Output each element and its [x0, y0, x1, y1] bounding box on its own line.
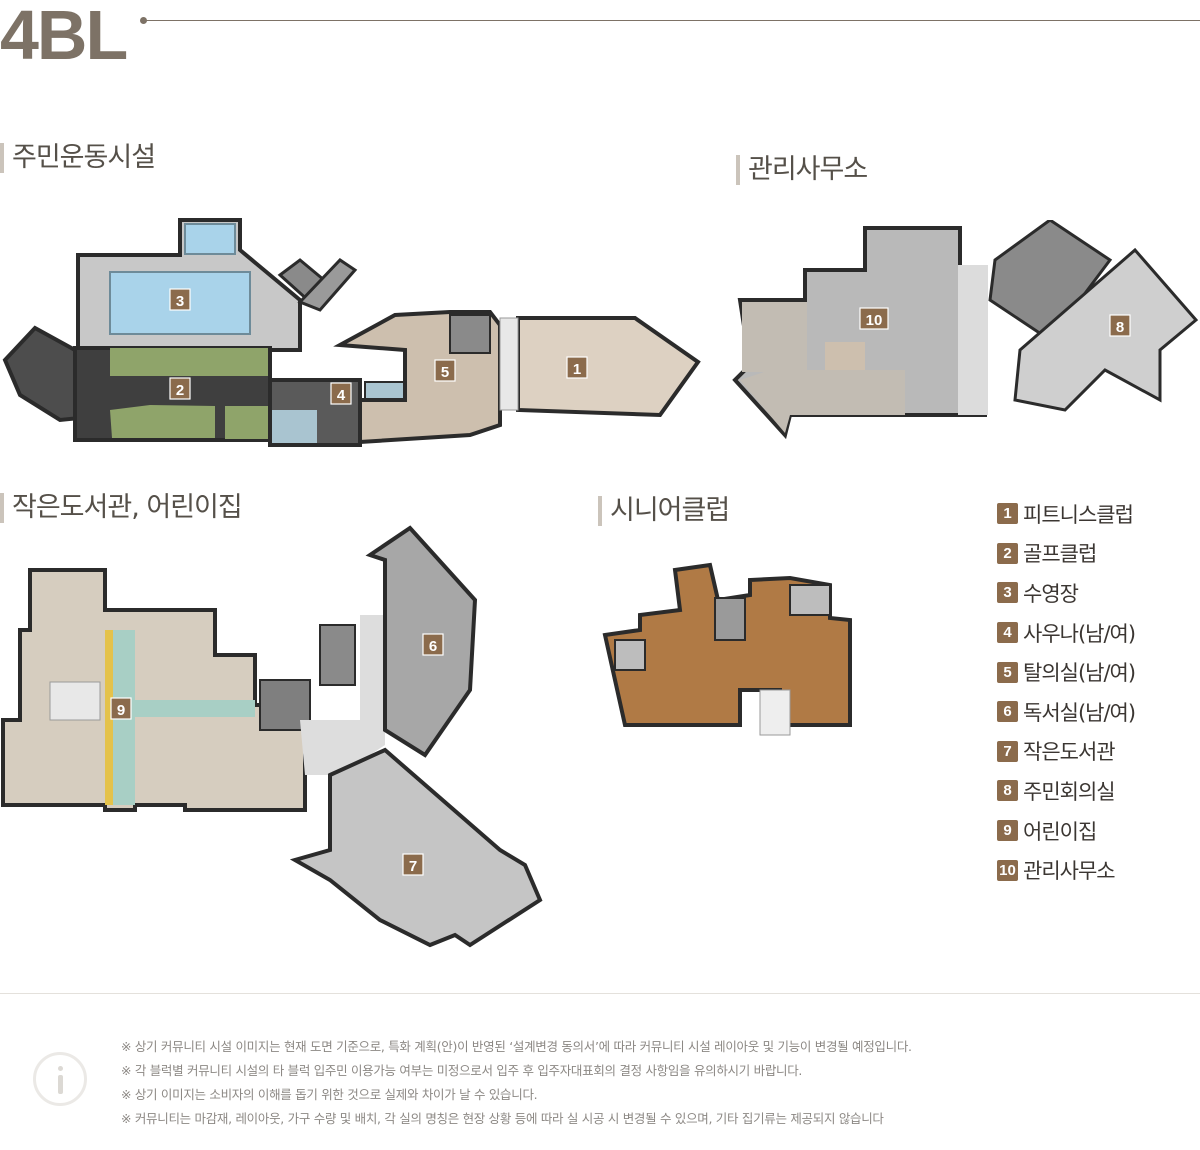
floorplan-small-library	[289, 747, 543, 948]
legend-label: 작은도서관	[1023, 740, 1116, 765]
legend-label: 탈의실(남/여)	[1023, 661, 1136, 686]
badge-2: 2	[169, 377, 191, 400]
floorplan-locker-wc	[449, 314, 491, 354]
info-icon	[33, 1052, 87, 1106]
svg-text:6: 6	[429, 638, 437, 655]
floorplan-daycare-wc	[49, 681, 101, 721]
floorplan-office-room-b	[740, 370, 905, 433]
legend-number: 3	[997, 582, 1018, 604]
floorplan-senior-entry	[759, 689, 791, 736]
svg-text:7: 7	[409, 858, 417, 875]
badge-7: 7	[402, 853, 424, 876]
badge-6: 6	[422, 633, 444, 656]
floorplan-fitness: 3 2 4 5 1	[2, 218, 701, 447]
badge-8: 8	[1109, 314, 1131, 337]
svg-text:2: 2	[176, 382, 184, 399]
legend-number: 5	[997, 661, 1018, 683]
footnote: ※ 각 블럭별 커뮤니티 시설의 타 블럭 입주민 이용가능 여부는 미정으로서…	[121, 1063, 803, 1078]
footnote: ※ 상기 이미지는 소비자의 이해를 돕기 위한 것으로 실제와 차이가 날 수…	[121, 1087, 538, 1102]
title-rule	[143, 20, 1200, 21]
legend-label: 주민회의실	[1023, 779, 1116, 804]
floorplan-fitness-entry	[499, 317, 519, 411]
legend-label: 관리사무소	[1023, 859, 1116, 884]
legend-number: 10	[997, 859, 1018, 881]
footnotes: ※ 상기 커뮤니티 시설 이미지는 현재 도면 기준으로, 특화 계획(안)이 …	[121, 1035, 1121, 1131]
floorplan-senior-club	[602, 562, 852, 727]
info-icon-bar	[58, 1075, 63, 1094]
legend-number: 9	[997, 820, 1018, 842]
footnote: ※ 커뮤니티는 마감재, 레이아웃, 가구 수량 및 배치, 각 실의 명칭은 …	[121, 1111, 884, 1126]
badge-9: 9	[110, 697, 132, 720]
legend-label: 수영장	[1023, 581, 1079, 606]
floorplan-meeting-room	[1013, 247, 1199, 412]
legend-number: 1	[997, 503, 1018, 525]
floorplan-library-wc	[319, 624, 356, 686]
floorplan-office-room-a	[742, 302, 807, 372]
badge-10: 10	[859, 307, 889, 330]
floorplan-library-corridor	[300, 615, 385, 775]
floorplan-office-lounge	[825, 342, 865, 370]
legend-number: 7	[997, 740, 1018, 762]
floorplan-sauna-bath-1	[272, 410, 317, 443]
block-title: 4BL	[0, 0, 128, 74]
info-icon-dot	[58, 1066, 63, 1071]
floorplan-senior-wc	[714, 597, 746, 641]
footnote: ※ 상기 커뮤니티 시설 이미지는 현재 도면 기준으로, 특화 계획(안)이 …	[121, 1039, 912, 1054]
badge-4: 4	[330, 382, 352, 405]
floorplan-daycare-yellow-strip	[105, 630, 113, 805]
svg-text:9: 9	[117, 702, 125, 719]
legend-label: 독서실(남/여)	[1023, 700, 1136, 725]
legend-label: 골프클럽	[1023, 542, 1097, 567]
floorplan-small-pool	[184, 223, 236, 255]
floorplan-golf-green-bottom	[110, 405, 215, 438]
floorplan-library: 9 6 7	[1, 525, 543, 948]
floorplan-daycare	[1, 568, 307, 812]
svg-text:8: 8	[1116, 319, 1124, 336]
footer-divider	[0, 993, 1200, 994]
floorplan-fitness-club	[516, 316, 701, 418]
svg-text:5: 5	[441, 364, 449, 381]
svg-text:10: 10	[866, 312, 883, 329]
badge-3: 3	[169, 288, 191, 311]
floorplan-daycare-hall	[135, 700, 255, 717]
legend-label: 어린이집	[1023, 819, 1097, 844]
legend-number: 4	[997, 622, 1018, 644]
legend-number: 8	[997, 780, 1018, 802]
section-title-library: 작은도서관, 어린이집	[0, 493, 243, 523]
svg-text:4: 4	[337, 387, 346, 404]
svg-text:3: 3	[176, 293, 184, 310]
section-title-office: 관리사무소	[736, 155, 868, 185]
floorplan-stairs-2	[297, 258, 358, 312]
legend-number: 2	[997, 542, 1018, 564]
legend-number: 6	[997, 701, 1018, 723]
floorplan-office-corridor	[958, 265, 988, 415]
floorplan-senior-kitchen	[614, 639, 646, 671]
floorplan-senior-storage	[789, 584, 831, 616]
legend-label: 사우나(남/여)	[1023, 621, 1136, 646]
badge-1: 1	[566, 356, 588, 379]
floorplan-golf-green-top	[110, 348, 268, 376]
badge-5: 5	[434, 359, 456, 382]
section-title-senior: 시니어클럽	[598, 496, 730, 526]
section-title-fitness: 주민운동시설	[0, 143, 156, 173]
floorplan-golf-green-right	[225, 406, 270, 439]
floorplan-office: 10 8	[732, 220, 1199, 440]
legend-label: 피트니스클럽	[1023, 502, 1134, 527]
svg-text:1: 1	[573, 361, 581, 378]
floorplan-senior	[602, 562, 852, 736]
